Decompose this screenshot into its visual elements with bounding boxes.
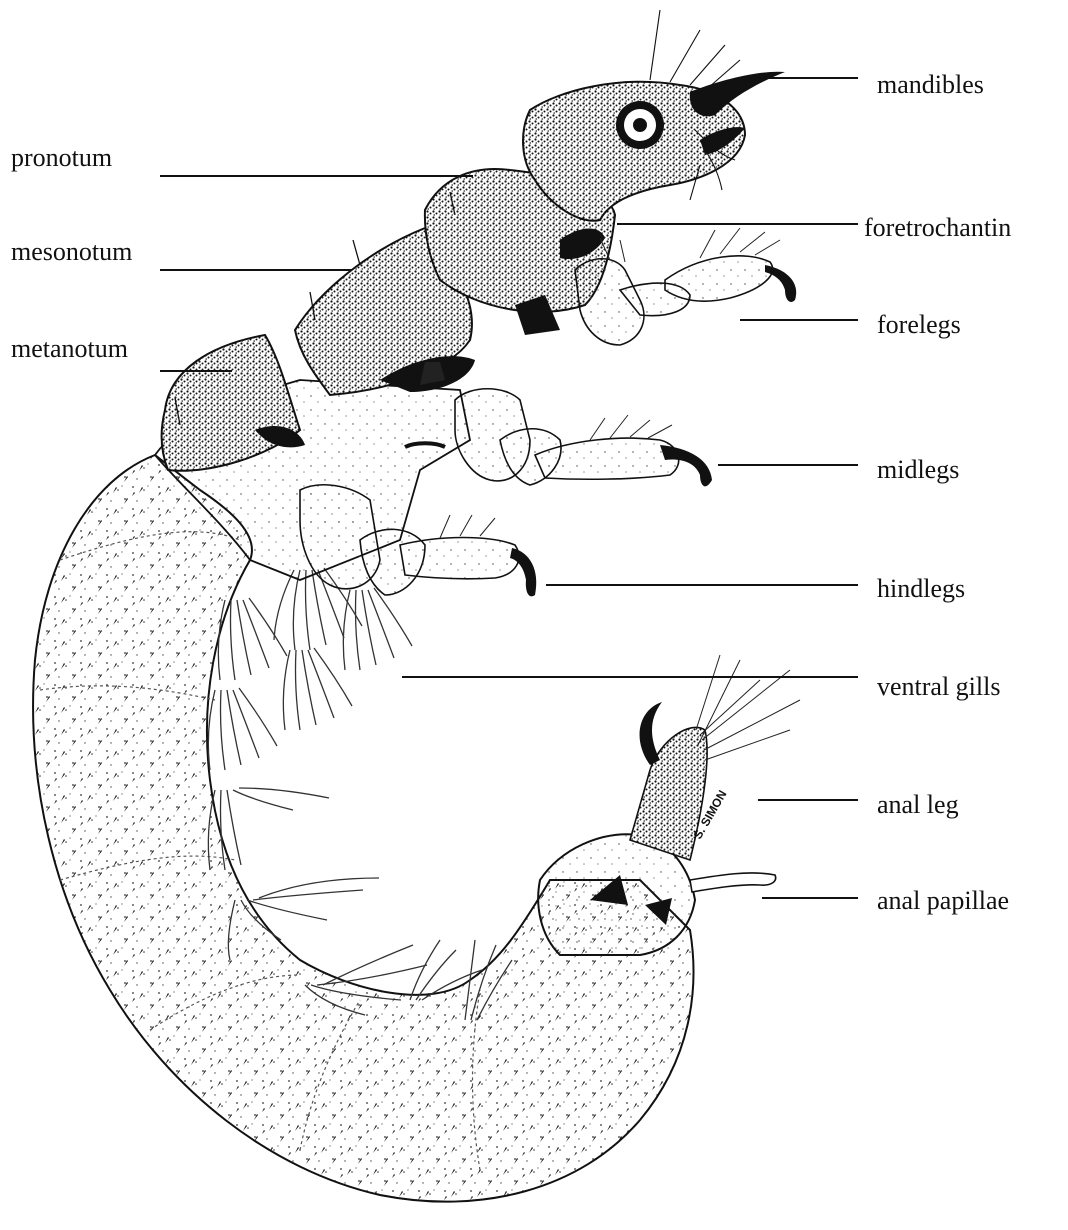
label-anal-leg: anal leg — [877, 790, 959, 820]
label-metanotum: metanotum — [11, 334, 128, 364]
hindlegs — [300, 485, 536, 597]
label-mandibles: mandibles — [877, 70, 984, 100]
label-mesonotum: mesonotum — [11, 237, 132, 267]
label-hindlegs: hindlegs — [877, 574, 965, 604]
label-foretrochantin: foretrochantin — [864, 213, 1011, 243]
label-ventral-gills: ventral gills — [877, 672, 1000, 702]
label-forelegs: forelegs — [877, 310, 961, 340]
label-midlegs: midlegs — [877, 455, 959, 485]
thorax — [155, 169, 615, 580]
midlegs — [455, 389, 712, 487]
label-pronotum: pronotum — [11, 143, 112, 173]
anal-segment — [538, 655, 800, 955]
label-anal-papillae: anal papillae — [877, 886, 1009, 916]
head — [523, 10, 785, 221]
